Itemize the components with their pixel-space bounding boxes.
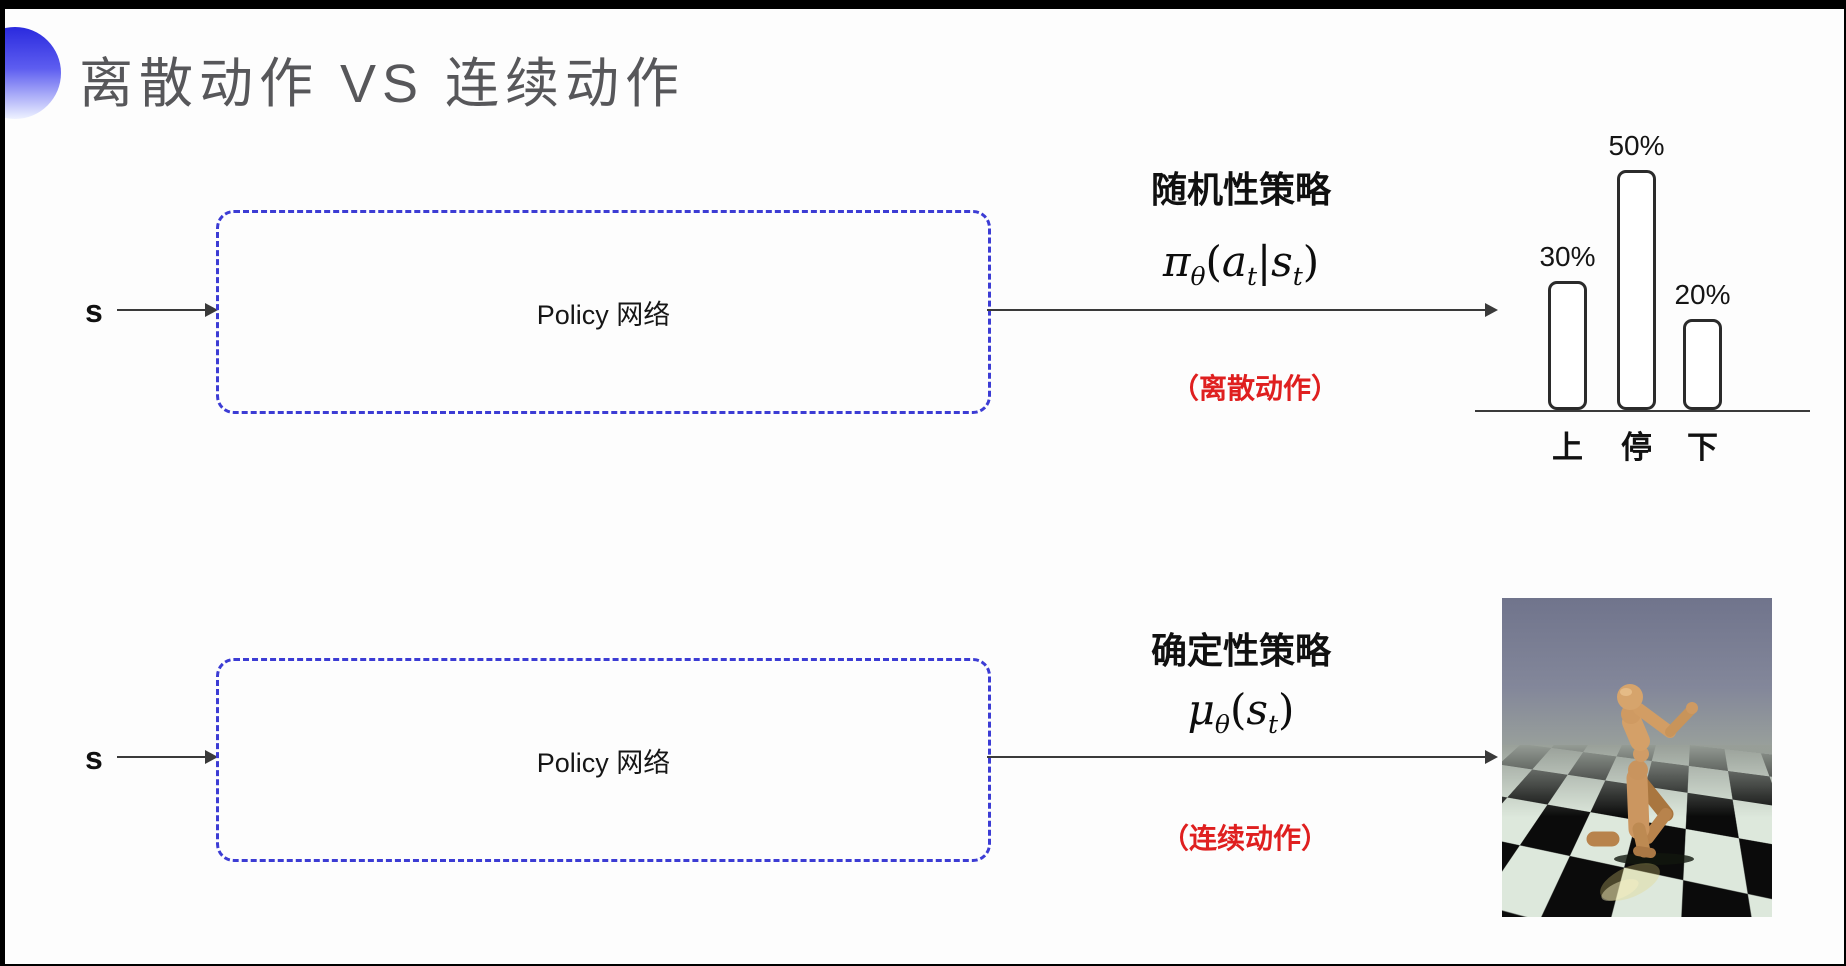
action-prob-chart: 30%上50%停20%下 <box>1475 122 1815 462</box>
policy-type-title-bottom: 确定性策略 <box>1031 622 1451 674</box>
chart-bar-停 <box>1617 170 1656 410</box>
chart-value-label: 30% <box>1523 241 1613 273</box>
formula-s: s <box>1246 685 1268 734</box>
formula-close-paren: ) <box>1278 685 1294 734</box>
formula-t-sub: t <box>1268 710 1278 739</box>
slide: 离散动作 VS 连续动作 s Policy 网络 随机性策略 πθ(at|st)… <box>5 9 1844 964</box>
chart-category-label: 下 <box>1673 422 1733 467</box>
formula-open-paren: ( <box>1206 237 1222 286</box>
state-input-label-top: s <box>85 293 103 330</box>
policy-type-title-top: 随机性策略 <box>1031 161 1451 213</box>
formula-mu: μ <box>1188 685 1215 734</box>
title-bullet-icon <box>5 27 61 119</box>
state-input-label-bottom: s <box>85 740 103 777</box>
chart-bar-下 <box>1683 319 1722 410</box>
formula-bar: | <box>1257 237 1271 286</box>
formula-theta-sub: θ <box>1215 710 1230 739</box>
action-type-annotation-top: （离散动作） <box>1045 367 1465 407</box>
formula-close-paren: ) <box>1303 237 1319 286</box>
chart-value-label: 50% <box>1592 130 1682 162</box>
slide-title: 离散动作 VS 连续动作 <box>79 39 685 118</box>
formula-a: a <box>1222 237 1247 286</box>
output-arrow-bottom <box>987 756 1485 758</box>
formula-open-paren: ( <box>1230 685 1246 734</box>
chart-bar-上 <box>1548 281 1587 410</box>
policy-network-label-bottom: Policy 网络 <box>537 741 671 780</box>
chart-baseline <box>1475 410 1810 412</box>
formula-s: s <box>1271 237 1293 286</box>
formula-pi: π <box>1163 237 1191 286</box>
formula-t-sub2: t <box>1293 262 1303 291</box>
action-type-annotation-bottom: （连续动作） <box>1035 817 1455 857</box>
formula-t-sub: t <box>1247 262 1257 291</box>
output-arrow-top <box>987 309 1485 311</box>
humanoid-robot-figure <box>1502 598 1772 917</box>
stochastic-policy-formula: πθ(at|st) <box>1031 237 1451 286</box>
chart-category-label: 上 <box>1538 422 1598 467</box>
deterministic-policy-formula: μθ(st) <box>1031 685 1451 734</box>
input-arrow-top <box>117 309 205 311</box>
policy-network-box-top: Policy 网络 <box>216 210 991 414</box>
policy-network-box-bottom: Policy 网络 <box>216 658 991 862</box>
chart-value-label: 20% <box>1658 279 1748 311</box>
chart-category-label: 停 <box>1607 422 1667 467</box>
input-arrow-bottom <box>117 756 205 758</box>
formula-theta-sub: θ <box>1190 262 1205 291</box>
policy-network-label-top: Policy 网络 <box>537 293 671 332</box>
humanoid-sim-image <box>1502 598 1772 917</box>
